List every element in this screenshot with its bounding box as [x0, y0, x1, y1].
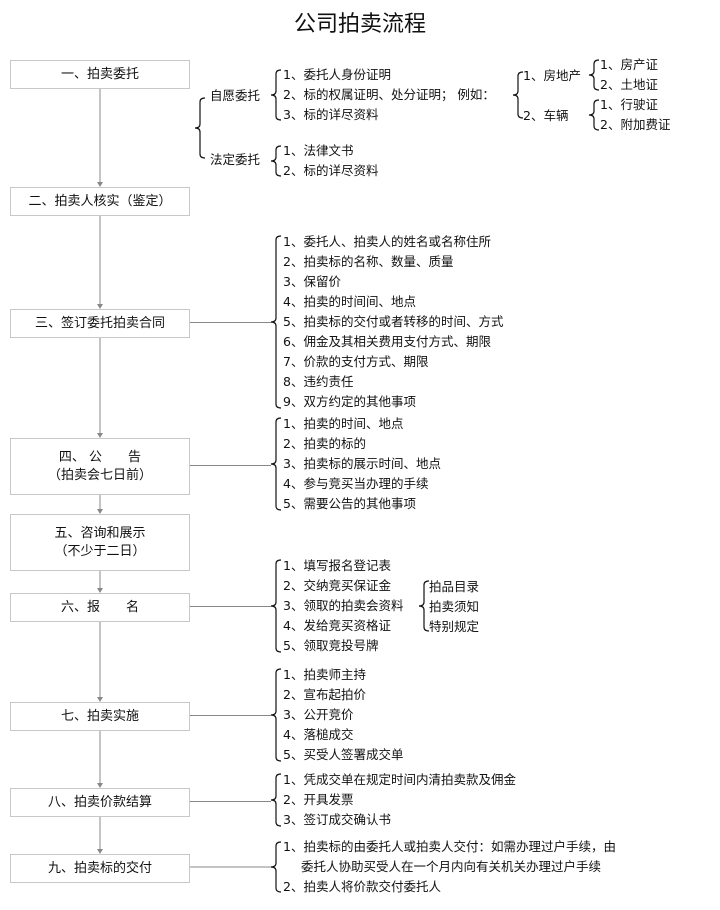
- list-item: 3、签订成交确认书: [283, 812, 391, 827]
- list-item: 拍品目录: [429, 579, 480, 594]
- list-item: 2、拍卖标的名称、数量、质量: [283, 254, 454, 269]
- step-label: 五、咨询和展示: [54, 525, 146, 541]
- list-item: 7、价款的支付方式、期限: [283, 354, 429, 369]
- step-box-register: 六、报 名: [10, 593, 190, 622]
- arrow-head: [97, 509, 103, 514]
- step-label: 四、 公 告: [58, 449, 142, 465]
- list-item: 5、需要公告的其他事项: [283, 496, 416, 511]
- brace-register_items: [270, 559, 282, 653]
- list-item: 1、拍卖师主持: [283, 667, 366, 682]
- step-box-contract: 三、签订委托拍卖合同: [10, 309, 190, 338]
- list-item: 8、违约责任: [283, 374, 354, 389]
- list-item: 2、土地证: [600, 77, 658, 92]
- example-vehicle: 2、车辆: [523, 108, 569, 123]
- list-item: 4、落槌成交: [283, 727, 354, 742]
- list-item: 5、领取竞投号牌: [283, 638, 379, 653]
- page-title: 公司拍卖流程: [293, 12, 426, 37]
- brace-auction_items: [270, 668, 282, 762]
- example-real-estate: 1、房地产: [523, 68, 581, 83]
- step-box-delivery: 九、拍卖标的交付: [10, 854, 190, 883]
- step-label: 三、签订委托拍卖合同: [34, 315, 165, 331]
- step-box-notice: 四、 公 告 （拍卖会七日前）: [10, 438, 190, 495]
- list-item: 3、保留价: [283, 274, 341, 289]
- step-box-auction: 七、拍卖实施: [10, 702, 190, 731]
- list-item: 5、拍卖标的交付或者转移的时间、方式: [283, 314, 504, 329]
- list-item: 2、标的权属证明、处分证明； 例如：: [283, 87, 495, 102]
- step-label: 二、拍卖人核实（鉴定）: [28, 193, 172, 209]
- list-item: 1、行驶证: [600, 97, 658, 112]
- list-item: 2、拍卖的标的: [283, 436, 366, 451]
- brace-notice_items: [270, 417, 282, 511]
- list-item: 6、佣金及其相关费用支付方式、期限: [283, 334, 491, 349]
- voluntary-entrust-label: 自愿委托: [210, 88, 261, 103]
- list-item: 4、发给竞买资格证: [283, 618, 391, 633]
- list-item: 1、房产证: [600, 57, 658, 72]
- brace-legal: [270, 145, 282, 177]
- brace-entrust-types: [194, 97, 206, 159]
- step-box-settlement: 八、拍卖价款结算: [10, 788, 190, 817]
- list-item: 4、拍卖的时间间、地点: [283, 294, 416, 309]
- brace-examples: [512, 71, 524, 119]
- list-item: 3、标的详尽资料: [283, 107, 379, 122]
- brace-real-estate: [588, 59, 600, 91]
- step-box-verify: 二、拍卖人核实（鉴定）: [10, 187, 190, 216]
- list-item: 5、买受人签署成交单: [283, 747, 404, 762]
- arrow-head: [97, 304, 103, 309]
- arrow-head: [97, 697, 103, 702]
- list-item: 2、交纳竞买保证金: [283, 578, 391, 593]
- step-label: 九、拍卖标的交付: [47, 860, 152, 876]
- arrow-head: [97, 433, 103, 438]
- list-item: 3、拍卖标的展示时间、地点: [283, 456, 441, 471]
- step-label: （不少于二日）: [54, 543, 146, 559]
- brace-vehicle: [588, 99, 600, 131]
- step-label: 一、拍卖委托: [60, 66, 139, 82]
- list-item: 9、双方约定的其他事项: [283, 394, 416, 409]
- step-label: 七、拍卖实施: [60, 708, 139, 724]
- list-item: 2、标的详尽资料: [283, 163, 379, 178]
- list-item: 1、拍卖的时间、地点: [283, 416, 404, 431]
- list-item: 3、公开竞价: [283, 707, 354, 722]
- list-item: 2、拍卖人将价款交付委托人: [283, 879, 441, 894]
- list-item: 2、宣布起拍价: [283, 687, 366, 702]
- brace-delivery_items: [270, 841, 282, 893]
- brace-voluntary: [270, 69, 282, 121]
- list-item: 1、委托人、拍卖人的姓名或名称住所: [283, 234, 491, 249]
- arrow-head: [97, 182, 103, 187]
- step-label: 六、报 名: [60, 599, 139, 615]
- step-box-consult: 五、咨询和展示 （不少于二日）: [10, 514, 190, 571]
- list-item: 1、法律文书: [283, 143, 354, 158]
- list-item: 1、凭成交单在规定时间内清拍卖款及佣金: [283, 772, 516, 787]
- list-item: 拍卖须知: [429, 599, 480, 614]
- list-item: 委托人协助买受人在一个月内向有关机关办理过户手续: [301, 859, 602, 874]
- brace-settlement_items: [270, 773, 282, 827]
- list-item: 1、填写报名登记表: [283, 558, 391, 573]
- list-item: 2、开具发票: [283, 792, 354, 807]
- step-box-entrust: 一、拍卖委托: [10, 60, 190, 89]
- list-item: 1、拍卖标的由委托人或拍卖人交付：如需办理过户手续，由: [283, 839, 616, 854]
- list-item: 特别规定: [429, 619, 480, 634]
- list-item: 2、附加费证: [600, 117, 671, 132]
- arrow-head: [97, 783, 103, 788]
- legal-entrust-label: 法定委托: [210, 152, 261, 167]
- step-label: （拍卖会七日前）: [47, 467, 152, 483]
- arrow-head: [97, 588, 103, 593]
- list-item: 4、参与竞买当办理的手续: [283, 476, 429, 491]
- list-item: 3、领取的拍卖会资料: [283, 598, 404, 613]
- arrow-head: [97, 849, 103, 854]
- brace-contract_items: [270, 235, 282, 409]
- step-label: 八、拍卖价款结算: [47, 794, 152, 810]
- brace-register-materials: [418, 580, 430, 632]
- list-item: 1、委托人身份证明: [283, 67, 391, 82]
